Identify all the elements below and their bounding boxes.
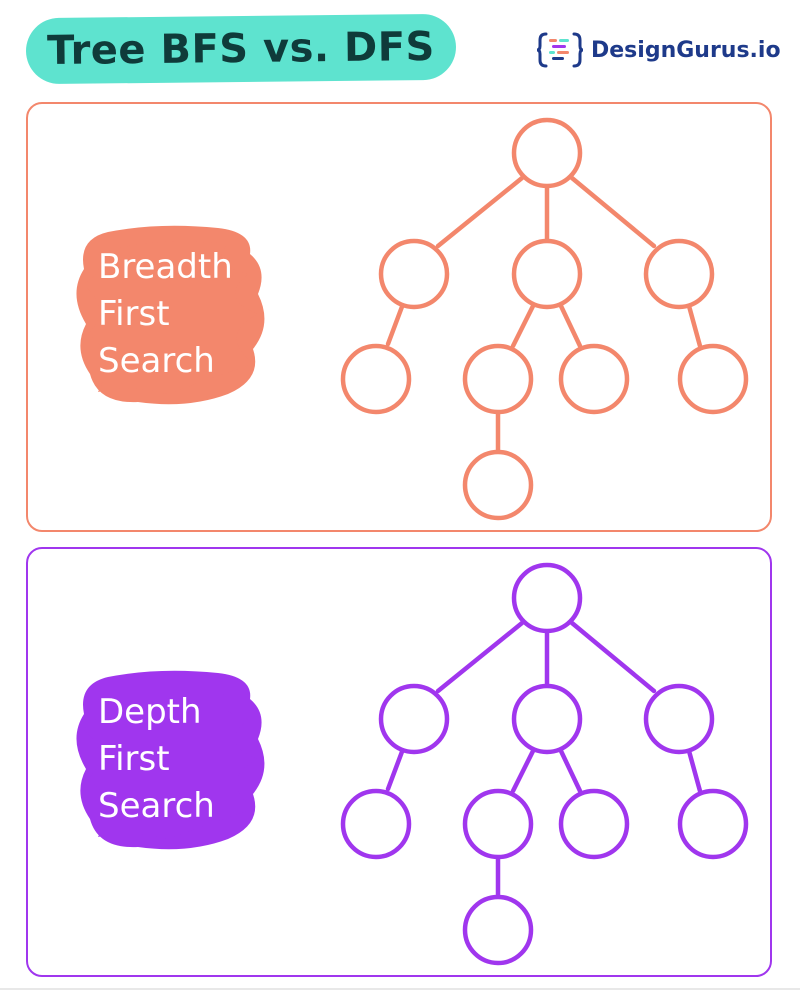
dfs-label-line-2: First [98, 739, 170, 779]
tree-node [378, 238, 450, 310]
dfs-edge [569, 620, 657, 694]
title-banner: Tree BFS vs. DFS [25, 13, 457, 85]
bfs-label: Breadth First Search [98, 244, 233, 385]
brand-name: DesignGurus.io [591, 37, 781, 63]
dfs-edge [435, 620, 525, 694]
dfs-label-line-3: Search [98, 786, 215, 826]
bfs-tree [340, 117, 749, 521]
tree-node [558, 343, 630, 415]
bfs-panel: Breadth First Search [26, 102, 772, 532]
tree-node [677, 343, 749, 415]
tree-node [511, 238, 583, 310]
tree-node [462, 788, 534, 860]
bfs-label-line-2: First [98, 294, 170, 334]
tree-node [340, 343, 412, 415]
page-title: Tree BFS vs. DFS [46, 23, 436, 75]
tree-node [511, 117, 583, 189]
brand-logo: DesignGurus.io [537, 30, 781, 70]
tree-node [558, 788, 630, 860]
dfs-blob-shape [76, 670, 265, 850]
bfs-edge [558, 303, 583, 349]
tree-node [340, 788, 412, 860]
dfs-label: Depth First Search [98, 689, 215, 830]
bottom-divider [0, 988, 800, 990]
dfs-edge [510, 748, 536, 794]
tree-node [511, 683, 583, 755]
code-brackets-icon [537, 32, 583, 68]
tree-node [378, 683, 450, 755]
tree-node [643, 683, 715, 755]
bfs-edge [686, 303, 703, 349]
bfs-label-line-1: Breadth [98, 247, 233, 287]
bfs-edge [385, 301, 406, 347]
dfs-edge [558, 748, 583, 794]
tree-node [462, 894, 534, 966]
tree-node [462, 449, 534, 521]
tree-node [643, 238, 715, 310]
tree-node [511, 562, 583, 634]
bfs-edge [435, 175, 525, 249]
dfs-panel: Depth First Search [26, 547, 772, 977]
bfs-edge [569, 175, 657, 249]
tree-node [462, 343, 534, 415]
tree-node [677, 788, 749, 860]
bfs-blob-shape [76, 225, 265, 405]
dfs-edge [686, 748, 703, 794]
bfs-label-blob: Breadth First Search [68, 214, 268, 414]
dfs-label-line-1: Depth [98, 692, 202, 732]
dfs-edge [385, 746, 406, 792]
bfs-edge [510, 303, 536, 349]
dfs-label-blob: Depth First Search [68, 659, 268, 859]
bfs-label-line-3: Search [98, 341, 215, 381]
dfs-tree [340, 562, 749, 966]
